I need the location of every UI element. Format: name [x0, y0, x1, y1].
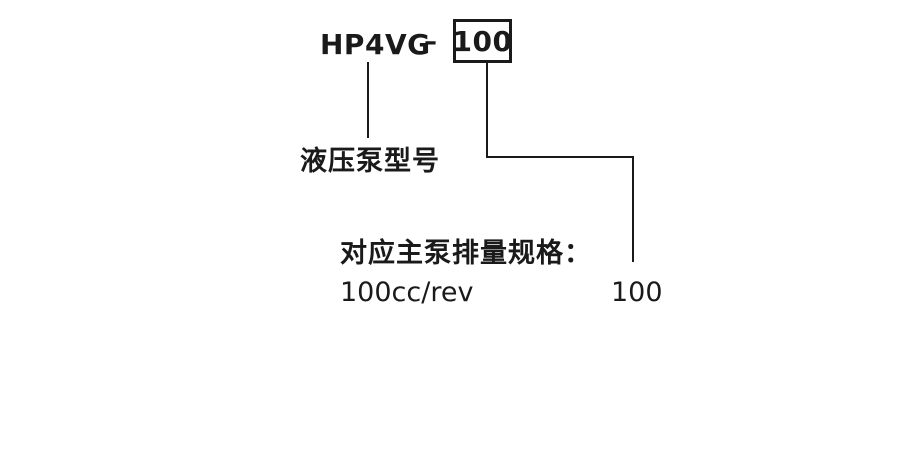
separator-dash: –: [424, 27, 437, 57]
pump-model-label: 液压泵型号: [300, 146, 440, 177]
model-prefix-text: HP4VG: [320, 28, 431, 61]
spec-code-value: 100: [611, 277, 663, 308]
leader-line-code-vertical-top: [486, 63, 488, 158]
leader-line-code-horizontal: [486, 156, 634, 158]
spec-displacement-value: 100cc/rev: [340, 277, 474, 308]
spec-heading: 对应主泵排量规格：: [340, 238, 592, 269]
code-box: 100: [453, 19, 512, 63]
leader-line-pump-model: [367, 62, 369, 138]
code-box-value: 100: [452, 24, 513, 58]
leader-line-code-vertical-bottom: [632, 156, 634, 262]
